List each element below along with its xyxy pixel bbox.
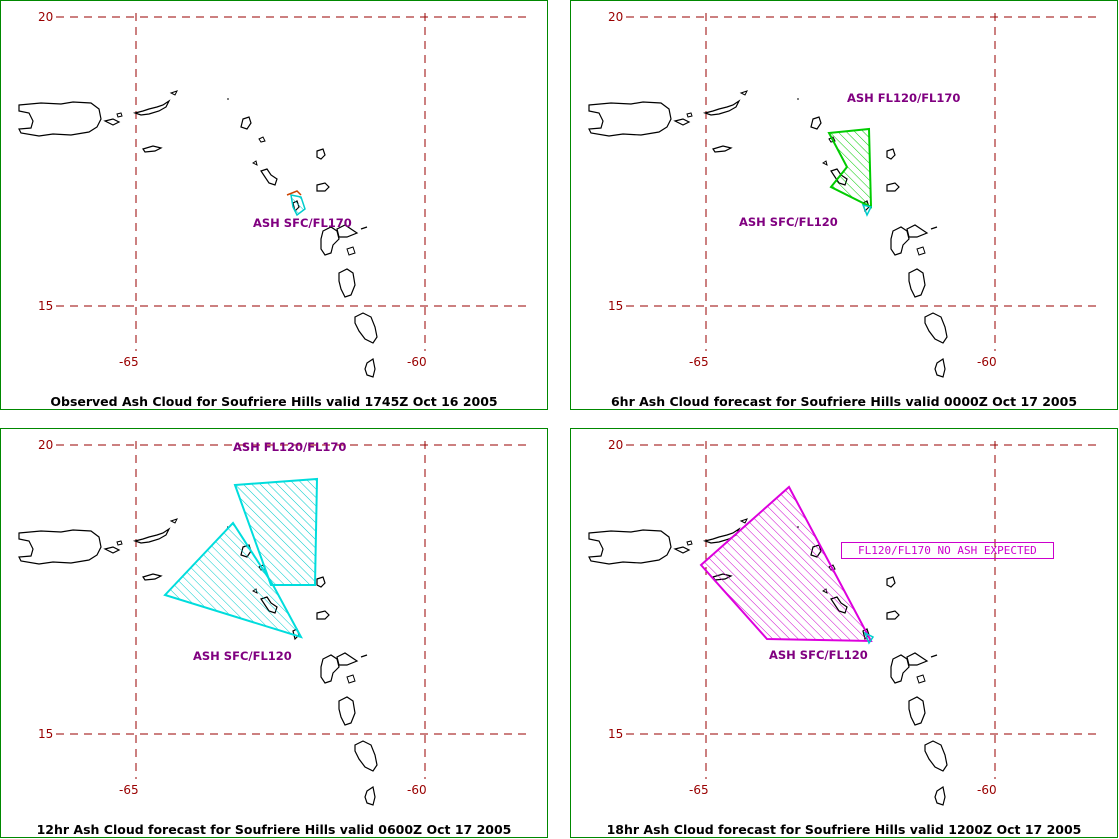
lon-65-label: -65 (689, 783, 709, 797)
ash-label-sfc-fl120: ASH SFC/FL120 (739, 215, 838, 229)
lat-15-label: 15 (38, 299, 54, 313)
map-12hr (18, 440, 530, 806)
no-ash-expected-box: FL120/FL170 NO ASH EXPECTED (841, 542, 1054, 559)
volcano-marker-icon (863, 631, 875, 645)
ash-cloud-6hr (827, 127, 873, 209)
lat-20-label: 20 (608, 10, 624, 24)
ash-label-sfc-fl120: ASH SFC/FL120 (769, 648, 868, 662)
panel-6hr: 20 15 -65 -60 ASH FL120/FL170 ASH SFC/FL… (570, 0, 1118, 410)
lon-60-label: -60 (407, 783, 427, 797)
ash-cloud-observed (290, 194, 306, 217)
ash-cloud-18hr (699, 485, 873, 643)
ash-cloud-12hr-fl120-fl170 (233, 477, 319, 586)
map-18hr (588, 440, 1100, 806)
caption-6hr: 6hr Ash Cloud forecast for Soufriere Hil… (610, 394, 1078, 409)
panel-observed: 20 15 -65 -60 ASH SFC/FL170 Observed Ash… (0, 0, 548, 410)
caption-12hr: 12hr Ash Cloud forecast for Soufriere Hi… (36, 822, 512, 837)
lon-65-label: -65 (689, 355, 709, 369)
lon-60-label: -60 (407, 355, 427, 369)
volcano-marker-icon (861, 203, 873, 217)
lat-15-label: 15 (38, 727, 54, 741)
map-observed (18, 12, 530, 378)
volcano-marker-icon (286, 190, 302, 196)
ash-label-sfc-fl170: ASH SFC/FL170 (253, 216, 352, 230)
lon-65-label: -65 (119, 355, 139, 369)
lat-20-label: 20 (608, 438, 624, 452)
panel-18hr: 20 15 -65 -60 FL120/FL170 NO ASH EXPECTE… (570, 428, 1118, 838)
caption-observed: Observed Ash Cloud for Soufriere Hills v… (50, 394, 498, 409)
lon-60-label: -60 (977, 783, 997, 797)
lat-20-label: 20 (38, 10, 54, 24)
lon-65-label: -65 (119, 783, 139, 797)
lon-60-label: -60 (977, 355, 997, 369)
map-6hr (588, 12, 1100, 378)
caption-18hr: 18hr Ash Cloud forecast for Soufriere Hi… (606, 822, 1082, 837)
lat-20-label: 20 (38, 438, 54, 452)
lat-15-label: 15 (608, 299, 624, 313)
ash-label-fl120-fl170: ASH FL120/FL170 (847, 91, 961, 105)
ash-label-fl120-fl170: ASH FL120/FL170 (233, 440, 347, 454)
lat-15-label: 15 (608, 727, 624, 741)
panel-12hr: 20 15 -65 -60 ASH FL120/FL170 ASH SFC/FL… (0, 428, 548, 838)
ash-label-sfc-fl120: ASH SFC/FL120 (193, 649, 292, 663)
